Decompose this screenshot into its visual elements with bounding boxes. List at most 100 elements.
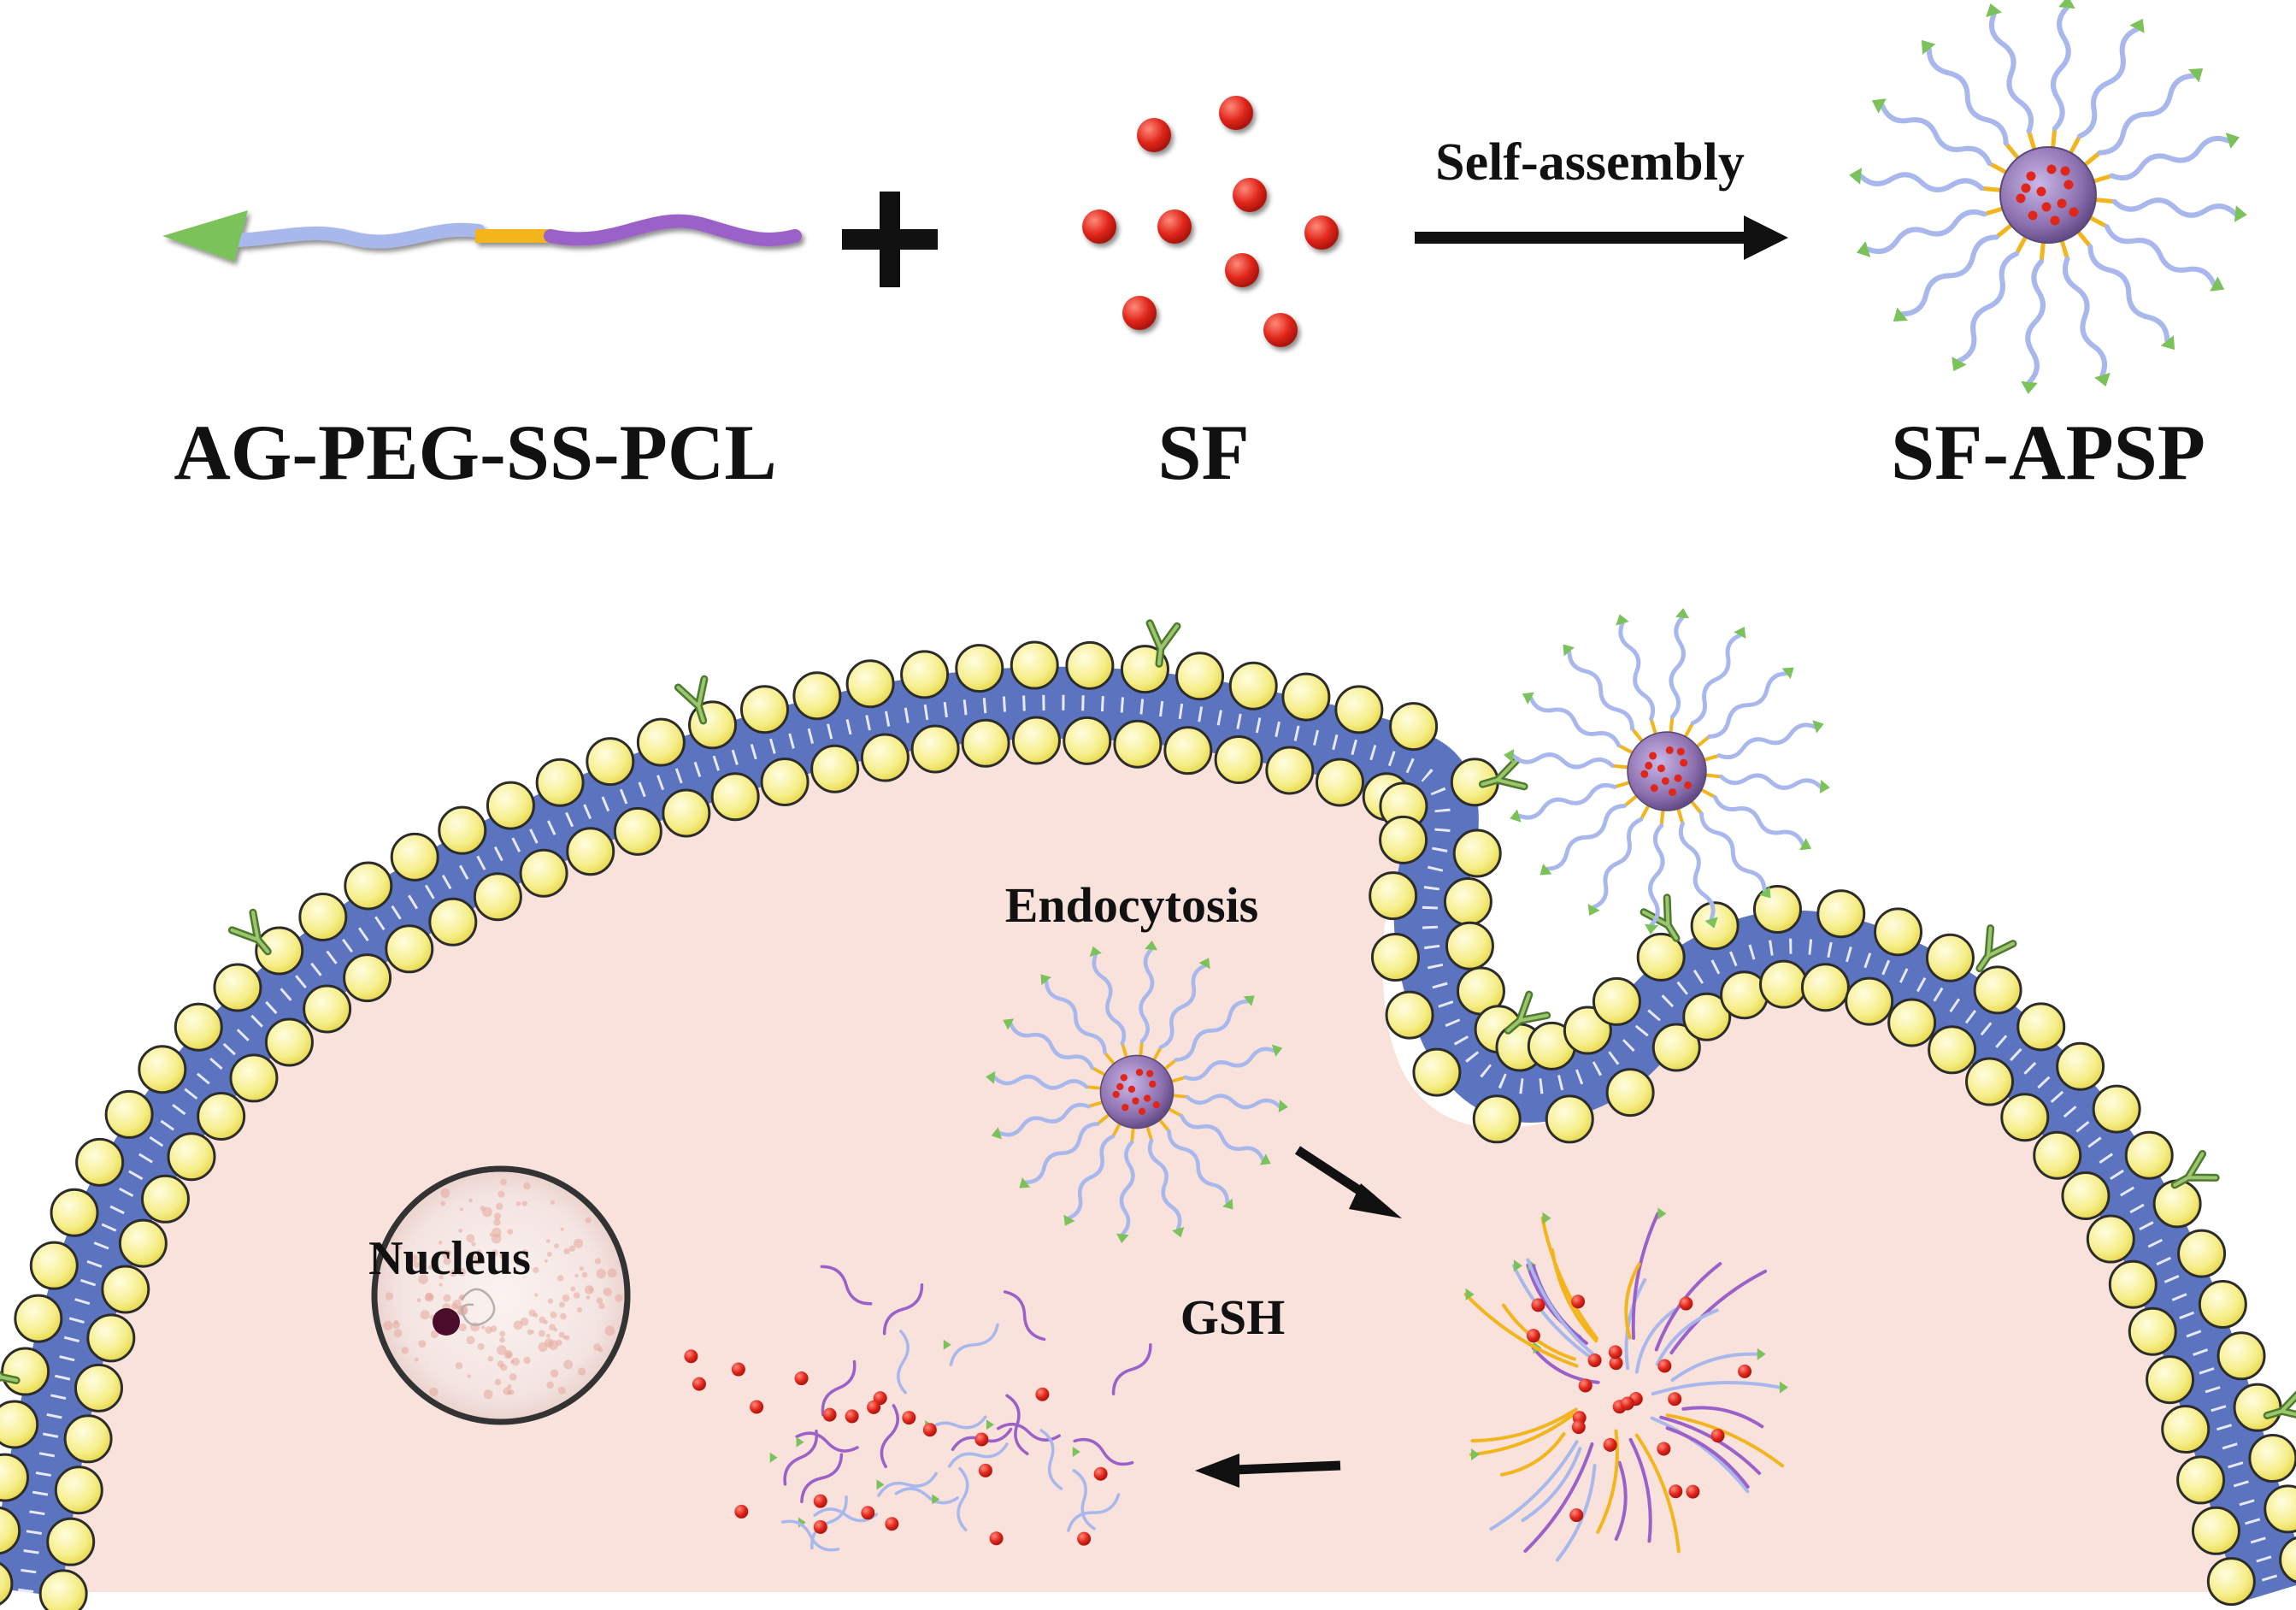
peg-chain [1716,722,1817,760]
polymer-fragment [882,1283,924,1336]
ss-linker [1623,794,1638,808]
sf-drug-particles [1082,96,1339,347]
peg-chain [1044,979,1107,1055]
ligand-icon [1172,1226,1185,1238]
peg-chain [1648,823,1665,927]
lipid-head [2128,1306,2177,1356]
lipid-head [860,733,910,782]
chromatin-speck [453,1244,459,1250]
peg-chain [1865,209,1987,254]
lipid-head [303,984,352,1034]
lipid-head [1385,990,1434,1040]
ligand-icon [1657,1207,1667,1220]
chromatin-speck [603,1287,612,1296]
encapsulated-drug [1120,1074,1127,1082]
ligand-icon [1856,241,1871,257]
lipid-head [1010,640,1059,690]
micelle-core [1099,1054,1174,1129]
chromatin-speck [489,1232,493,1237]
ss-linker [1104,1051,1116,1065]
chromatin-speck [385,1292,394,1300]
polymer-fragment [1523,1442,1594,1554]
released-drug [1587,1353,1602,1367]
lipid-head [2124,1130,2174,1180]
encapsulated-drug [1112,1090,1120,1099]
cell-membrane [0,619,2296,1610]
chromatin-speck [397,1245,402,1250]
ligand-icon [1986,3,2002,18]
lipid-head [2161,1405,2211,1454]
ligand-icon [991,1127,1003,1140]
lipid-head [2217,1331,2266,1381]
chromatin-speck [450,1302,458,1310]
peg-chain [1511,752,1615,770]
chromatin-speck [393,1319,398,1324]
chromatin-speck [457,1305,468,1316]
peg-chain [1669,616,1686,719]
released-drug [861,1506,875,1520]
released-drug [1668,1392,1682,1407]
ligand-arrowhead-icon [162,210,248,262]
chromatin-speck [544,1259,548,1263]
peg-chain [1183,1047,1276,1082]
ligand-icon [1522,692,1534,705]
lipid-head [213,963,262,1012]
chromatin-speck [425,1293,433,1300]
ligand-icon [769,1452,778,1463]
released-drug [1609,1356,1623,1371]
released-drug [734,1504,749,1519]
ss-linker [1700,787,1716,799]
ss-linker [2059,239,2069,260]
lipid-head [662,788,711,838]
chromatin-speck [497,1360,504,1368]
chromatin-speck [493,1218,501,1226]
nucleus: Nucleus [368,1165,631,1425]
chromatin-speck [598,1347,603,1353]
ss-linker [1630,728,1644,742]
chromatin-speck [472,1255,478,1260]
released-drug [885,1517,899,1531]
polymer-fragment [783,1429,819,1486]
lipid-head [900,650,950,699]
lipid-head [613,806,662,856]
peg-chain [1528,696,1622,748]
released-drug [1603,1437,1617,1452]
ss-linker [1152,1046,1163,1061]
encapsulated-drug [1132,1097,1139,1105]
lipid-head [586,737,635,787]
encapsulated-drug [2016,193,2026,203]
peg-chain [2097,73,2197,156]
ligand-icon [1539,863,1552,876]
polymer-fragment [1669,1269,1768,1355]
polymer-fragment [1111,1342,1152,1396]
released-drug [867,1400,881,1414]
ligand-icon [1510,809,1522,823]
polymer-fragment [1463,1292,1579,1368]
micelle-internalized [986,941,1288,1243]
lipid-head [140,1174,190,1224]
released-drug [750,1400,764,1414]
released-drug [684,1349,698,1364]
lipid-head [845,659,895,709]
chromatin-speck [499,1330,506,1337]
lipid-head [1651,1023,1701,1072]
ss-linker [2004,142,2020,160]
chromatin-speck [510,1359,515,1365]
ss-linker [1171,1076,1186,1083]
released-drug [1608,1345,1622,1359]
lipid-head [955,644,1004,693]
ligand-icon [2129,18,2145,33]
ligand-icon [1587,904,1600,917]
encapsulated-drug [2026,171,2036,181]
self-assembly-label: Self-assembly [1435,133,1745,192]
ss-linker [1683,722,1695,738]
chromatin-speck [586,1294,591,1300]
chromatin-speck [496,1345,507,1355]
chromatin-speck [430,1330,439,1339]
receptor-highlight [1977,926,2015,970]
chromatin-speck [505,1351,512,1359]
encapsulated-drug [1645,761,1653,770]
ligand-icon [1952,357,1967,372]
chromatin-speck [492,1249,498,1256]
encapsulated-drug [2060,166,2070,176]
